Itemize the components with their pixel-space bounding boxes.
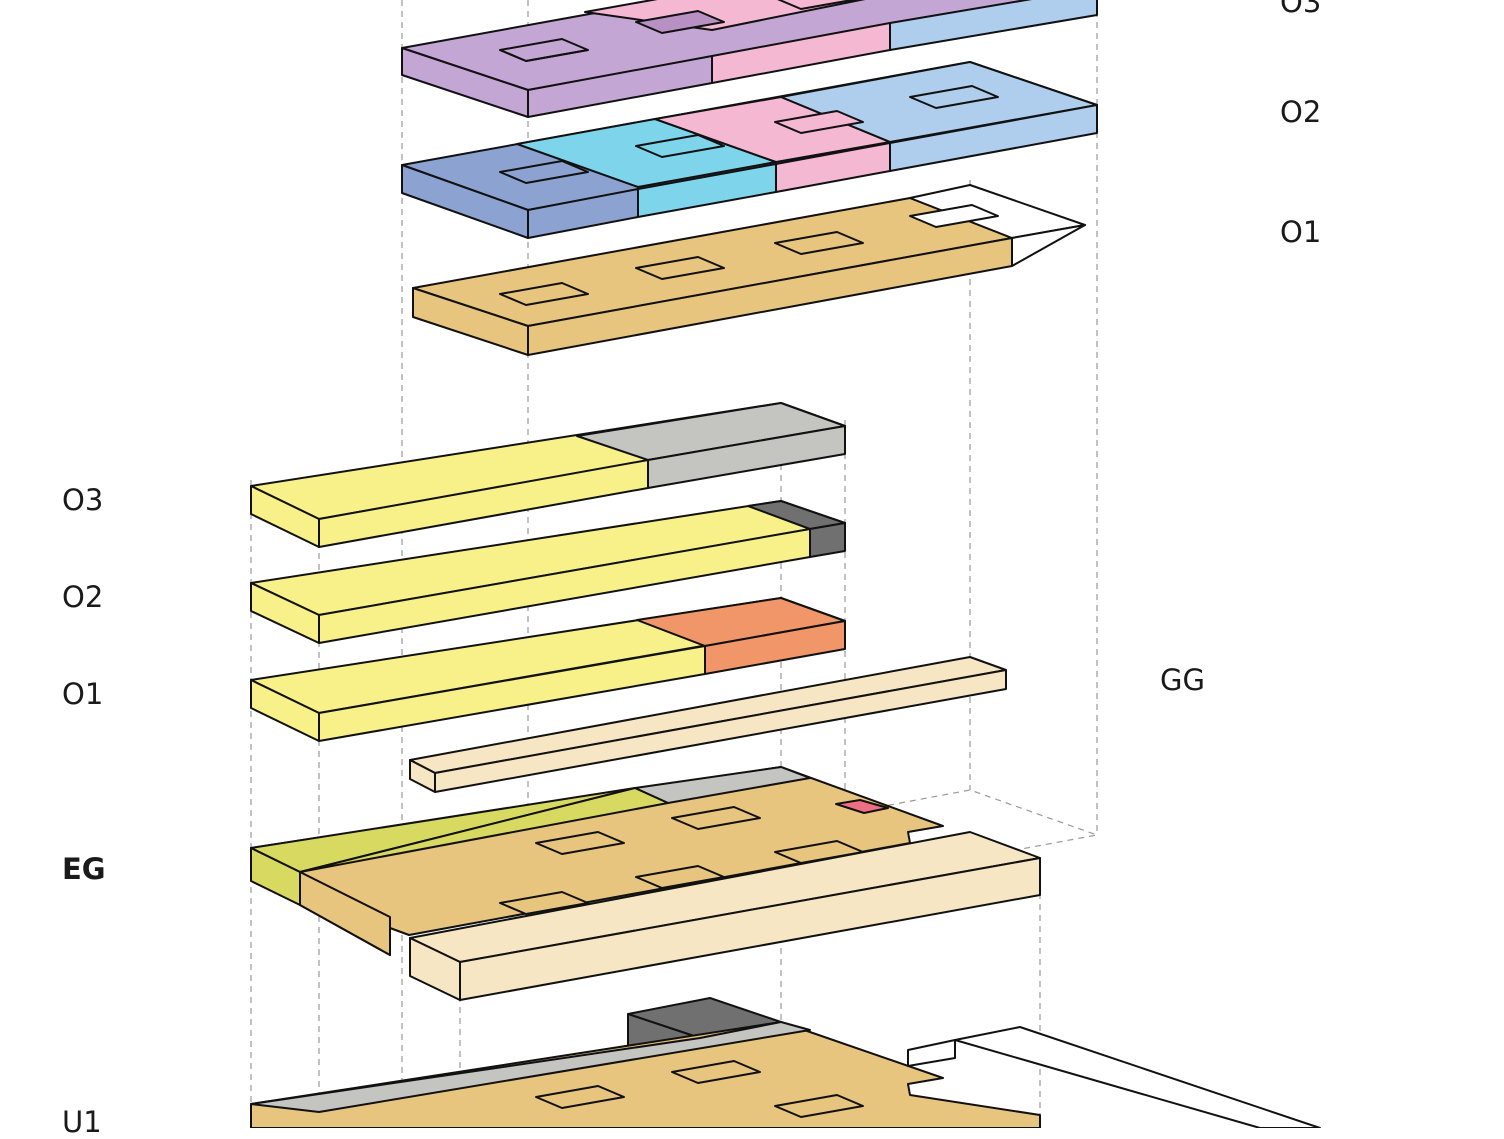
label-u1: U1	[62, 1105, 102, 1139]
u1-floor	[250, 997, 1321, 1128]
lower-building-o3	[250, 402, 846, 548]
eg-annex	[409, 831, 1041, 1001]
label-lower-o2: O2	[62, 580, 104, 614]
lower-building-o2	[250, 500, 846, 644]
label-lower-o1: O1	[62, 677, 104, 711]
upper-building-o3	[401, 0, 1098, 118]
eg-floor	[250, 766, 944, 956]
label-upper-o1: O1	[1280, 215, 1322, 249]
upper-building-o1	[412, 184, 1086, 356]
lower-building-o1	[250, 597, 846, 742]
upper-building-o2	[401, 61, 1098, 239]
label-eg: EG	[62, 852, 106, 886]
label-upper-o3: O3	[1280, 0, 1322, 19]
gg-slab	[409, 656, 1007, 793]
label-gg: GG	[1160, 663, 1205, 697]
label-lower-o3: O3	[62, 483, 104, 517]
label-upper-o2: O2	[1280, 95, 1322, 129]
